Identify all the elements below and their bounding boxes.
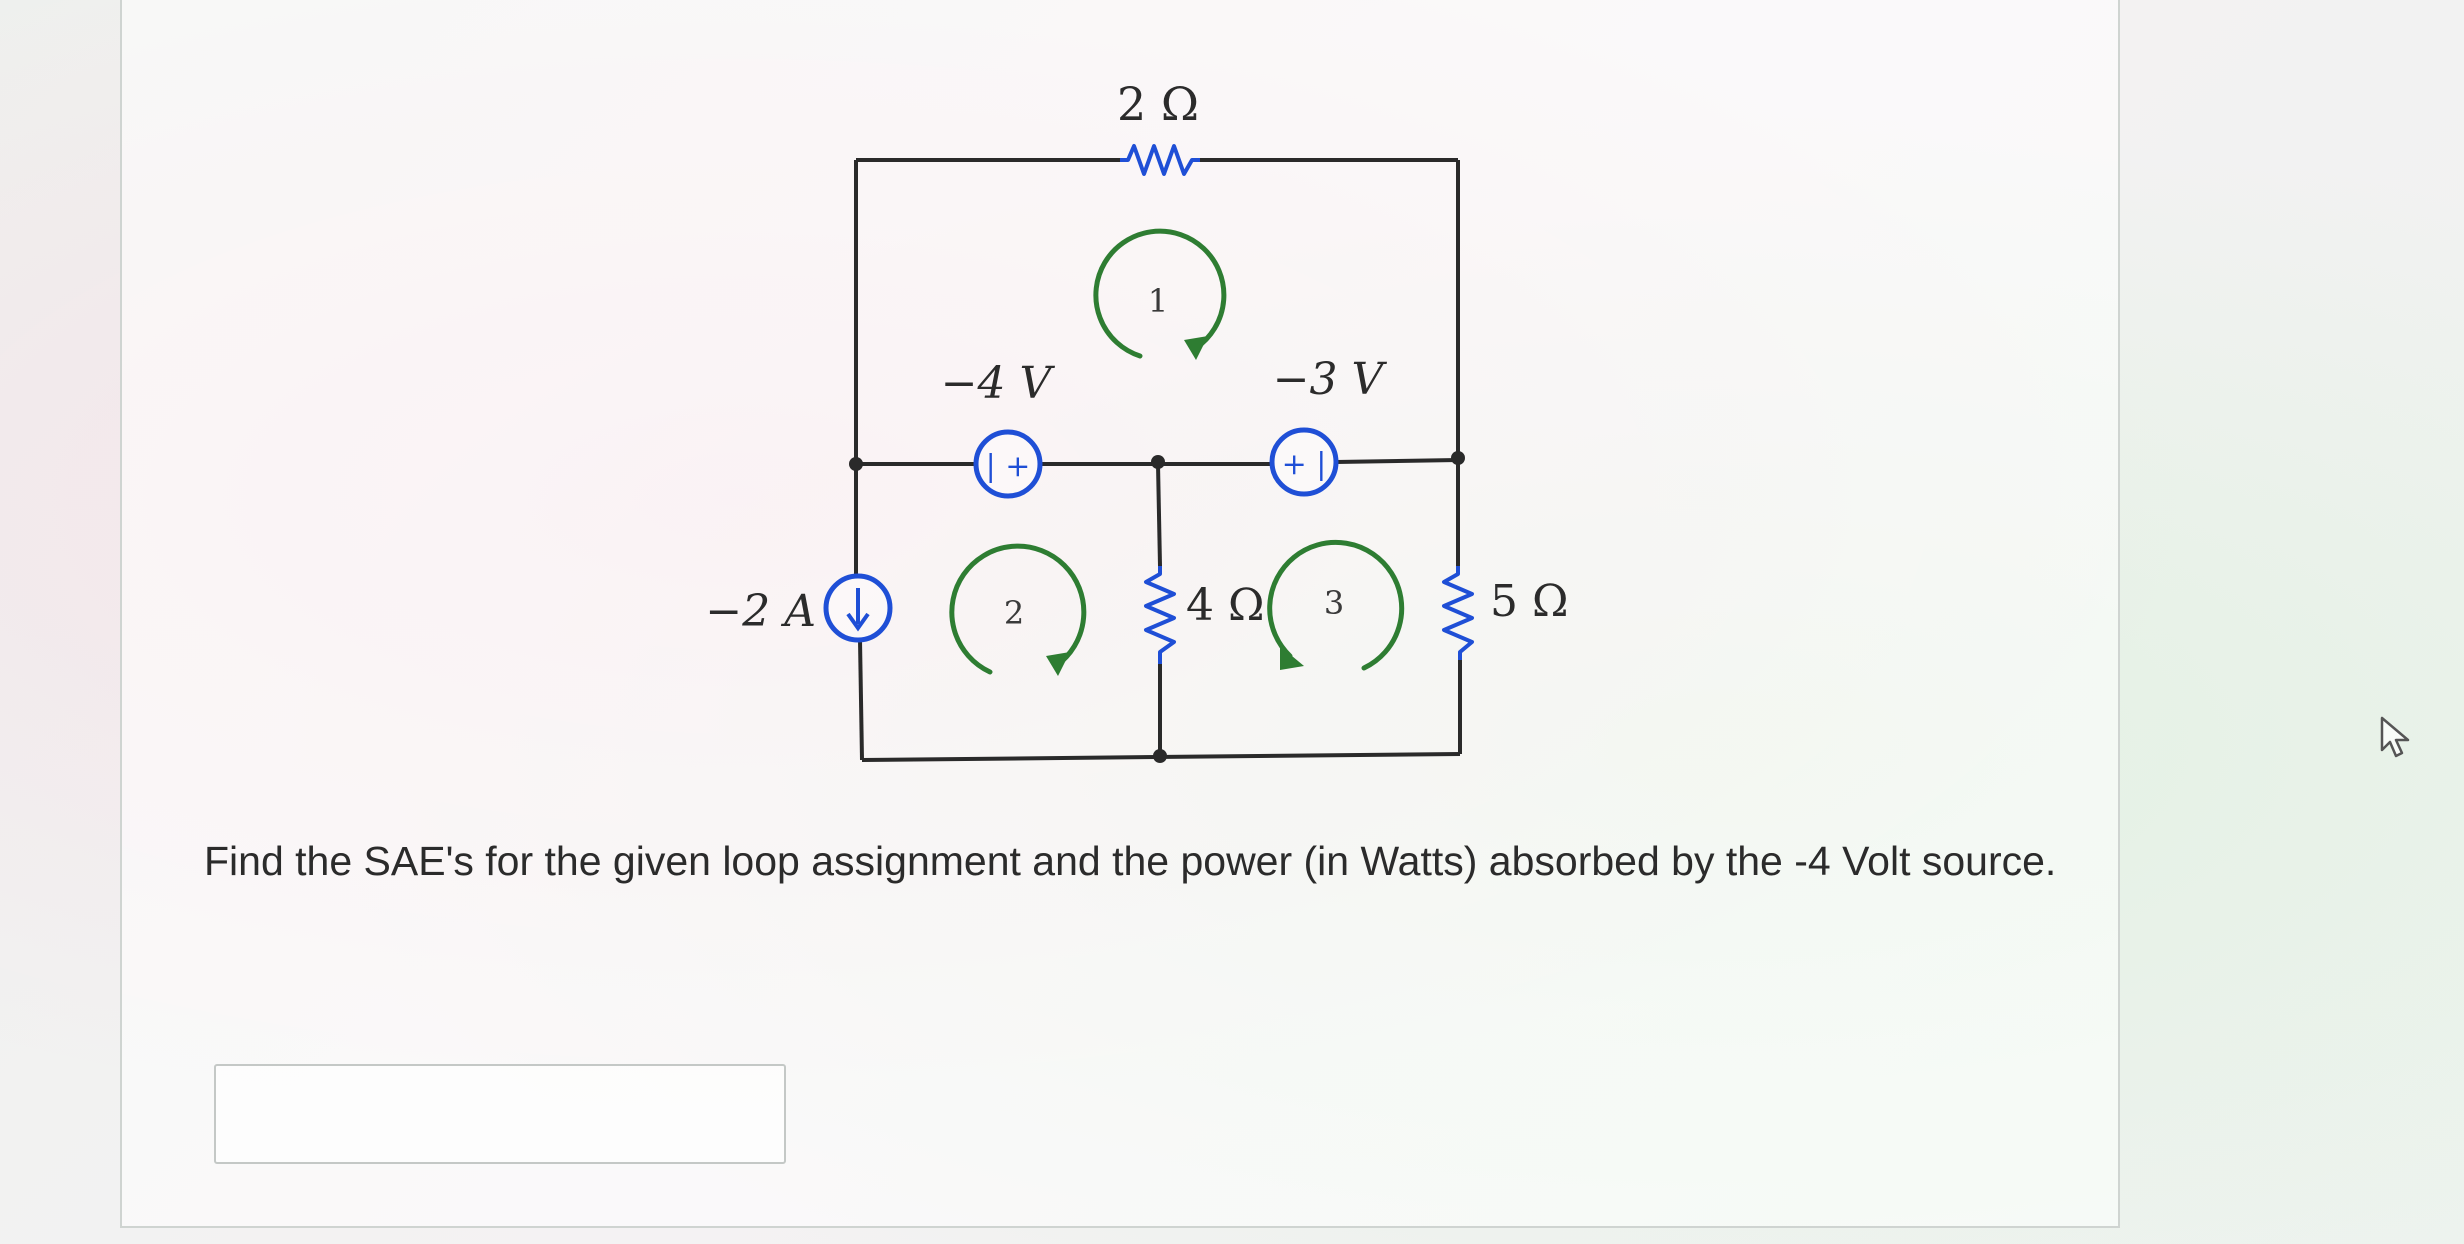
loop-2-arrowhead-icon <box>1046 652 1070 676</box>
loop-1-label: 1 <box>1148 282 1168 320</box>
loop-3-label: 3 <box>1324 584 1344 622</box>
wire-mid-c <box>1335 458 1459 464</box>
resistor-right <box>1442 566 1474 660</box>
wire-middle-upper <box>1156 463 1162 567</box>
loop-1-arc <box>1093 228 1227 359</box>
resistor-top-label: 2 Ω <box>1117 77 1199 131</box>
loop-1-arrowhead-icon <box>1184 336 1208 360</box>
node-middle-top <box>1151 455 1165 469</box>
circuit-diagram: | + + | 2 Ω −4 V −3 V −2 A 4 Ω 5 Ω <box>705 77 1568 763</box>
resistor-middle <box>1144 566 1176 664</box>
node-middle-bottom <box>1153 749 1167 763</box>
node-left <box>849 457 863 471</box>
polarity-left-label: | + <box>986 449 1031 484</box>
polarity-right-label: + | <box>1282 447 1327 482</box>
voltage-source-left: | + <box>973 429 1043 499</box>
answer-input[interactable] <box>214 1064 786 1164</box>
current-source <box>823 573 893 643</box>
wire-left-lower-b <box>858 639 864 761</box>
node-right <box>1451 451 1465 465</box>
voltage-left-label: −4 V <box>941 358 1056 409</box>
resistor-right-label: 5 Ω <box>1490 576 1568 627</box>
loop-2-arc <box>949 543 1087 675</box>
loop-2-label: 2 <box>1004 594 1024 632</box>
question-card <box>120 0 2120 1228</box>
resistor-top <box>1120 144 1200 176</box>
resistor-middle-label: 4 Ω <box>1186 580 1264 631</box>
question-prompt: Find the SAE's for the given loop assign… <box>204 838 2057 884</box>
loop-3-arc <box>1267 539 1405 671</box>
voltage-right-label: −3 V <box>1273 354 1388 405</box>
mouse-cursor-icon <box>2380 716 2410 758</box>
loop-3-arrowhead-icon <box>1280 646 1304 670</box>
current-source-label: −2 A <box>705 586 816 637</box>
voltage-source-right: + | <box>1269 427 1339 497</box>
current-arrow-down-icon <box>846 612 870 632</box>
